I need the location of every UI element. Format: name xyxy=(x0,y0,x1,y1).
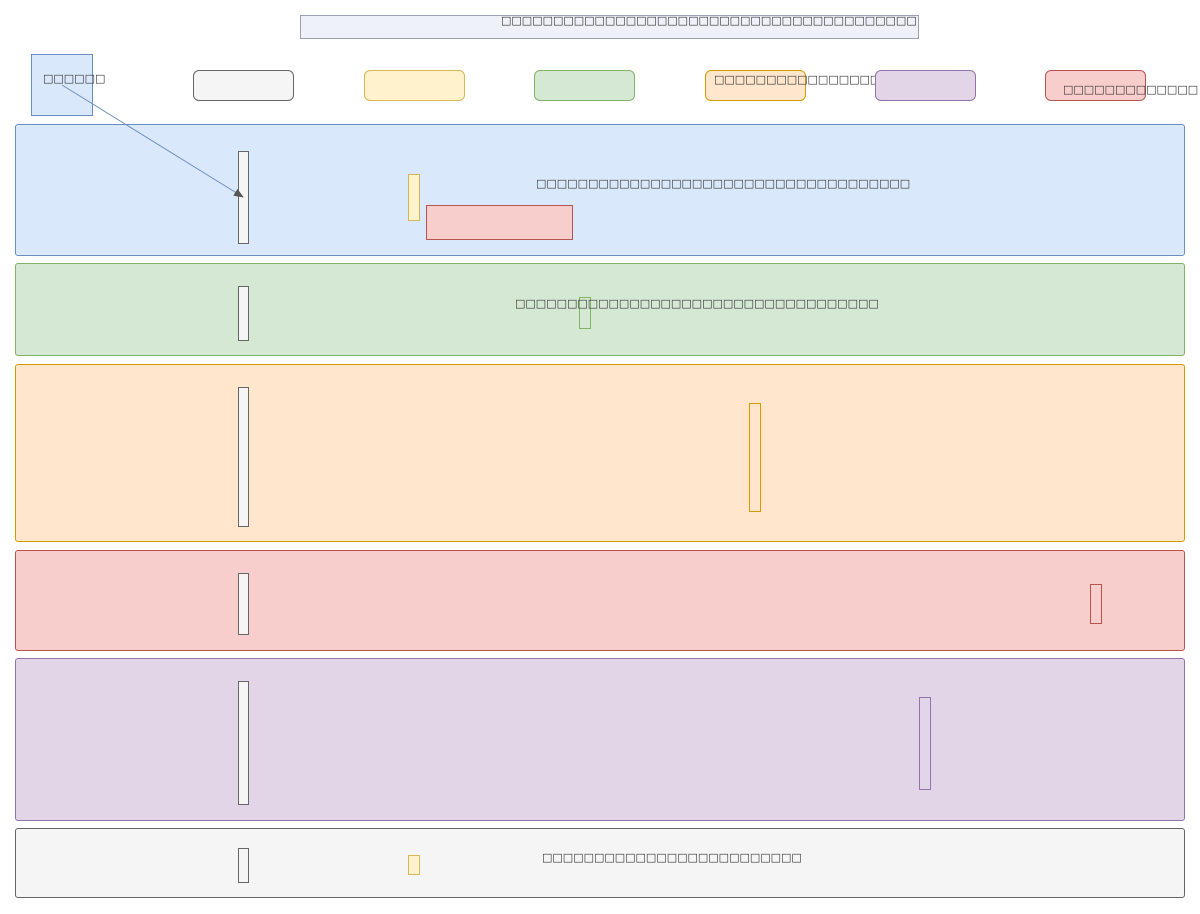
lane-5 xyxy=(15,658,1185,821)
lifeline-lane-3 xyxy=(238,387,249,527)
lifeline-lane-4 xyxy=(238,573,249,635)
lane-2 xyxy=(15,263,1185,356)
participant-5[interactable] xyxy=(875,70,976,101)
note-box-lane-1[interactable] xyxy=(426,205,573,240)
activation-lane-5-purple xyxy=(919,697,931,790)
lifeline-lane-2 xyxy=(238,286,249,341)
activation-lane-2-green xyxy=(579,297,591,329)
diagram-title-box xyxy=(300,15,919,39)
lane-3 xyxy=(15,364,1185,542)
participant-4[interactable] xyxy=(705,70,806,101)
lane-2-label: □□□□□□□□□□□□□□□□□□□□□□□□□□□□□□□□□□□ xyxy=(515,297,879,310)
actor-box[interactable] xyxy=(31,54,93,116)
activation-lane-6-yellow xyxy=(408,855,420,875)
lane-6 xyxy=(15,828,1185,898)
participant-6[interactable] xyxy=(1045,70,1146,101)
lane-1 xyxy=(15,124,1185,256)
participant-6-label: □□□□□□□□□□□□□ xyxy=(1063,83,1199,96)
activation-lane-1-yellow xyxy=(408,174,420,221)
lane-6-label: □□□□□□□□□□□□□□□□□□□□□□□□□ xyxy=(542,851,802,864)
activation-lane-3-orange xyxy=(749,403,761,512)
lifeline-lane-1 xyxy=(238,151,249,244)
lane-1-label: □□□□□□□□□□□□□□□□□□□□□□□□□□□□□□□□□□□□ xyxy=(536,177,911,190)
actor-label: □□□□□□ xyxy=(43,72,106,85)
participant-1[interactable] xyxy=(193,70,294,101)
diagram-title: □□□□□□□□□□□□□□□□□□□□□□□□□□□□□□□□□□□□□□□□ xyxy=(501,14,917,27)
participant-2[interactable] xyxy=(364,70,465,101)
lifeline-lane-6 xyxy=(238,848,249,883)
lane-4 xyxy=(15,550,1185,651)
participant-3[interactable] xyxy=(534,70,635,101)
lifeline-lane-5 xyxy=(238,681,249,805)
activation-lane-4-red xyxy=(1090,584,1102,624)
